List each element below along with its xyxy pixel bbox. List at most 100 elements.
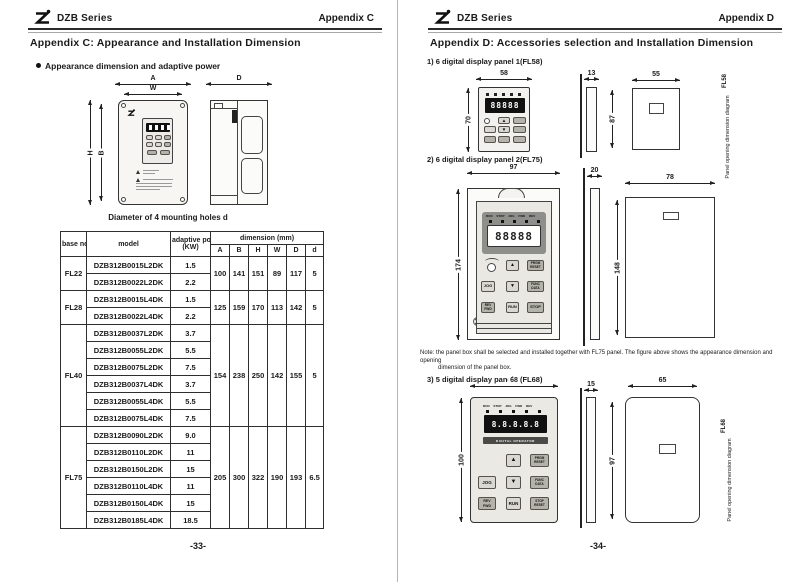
mini-button — [155, 142, 162, 147]
model-cell: DZB312B0150L4DK — [86, 494, 171, 512]
s2-dim-depth: 20 — [587, 167, 602, 178]
dimension-cell: 155 — [286, 324, 306, 427]
panel2-display: 88888 — [487, 225, 541, 247]
dimension-cell: 142 — [267, 324, 287, 427]
s1-tag: FL58 — [722, 73, 728, 89]
s3-dim-height: 100 — [458, 398, 466, 522]
panel1-side-view — [586, 87, 597, 152]
up-button: ▲ — [506, 260, 519, 271]
dimension-cell: 322 — [248, 426, 268, 529]
mounting-hole-icon — [121, 103, 126, 108]
power-cell: 5.5 — [170, 341, 211, 359]
panel2-side-view — [590, 188, 600, 340]
col-header-B: B — [229, 244, 249, 257]
col-header-power: adaptive power (KW) — [170, 231, 211, 257]
dim-H: H — [87, 100, 95, 205]
mini-button — [155, 135, 162, 140]
s3-dim-open-height: 97 — [609, 402, 617, 519]
dimension-table: base no. model adaptive power (KW) dimen… — [60, 231, 325, 529]
inverter-side-view — [210, 100, 268, 205]
s1-mounting-plate-line — [580, 74, 582, 158]
section1-label: 1) 6 digital display panel 1(FL58) — [427, 57, 543, 66]
s3-side-caption: Panel opening dimension diagram — [727, 438, 733, 522]
model-cell: DZB312B0075L4DK — [86, 409, 171, 427]
power-cell: 1.5 — [170, 290, 211, 308]
s1-dim-width: 58 — [476, 70, 532, 81]
page-appendix-d: DZB Series Appendix D Appendix D: Access… — [400, 0, 796, 582]
page-number: -34- — [589, 541, 606, 551]
model-cell: DZB312B0015L4DK — [86, 290, 171, 308]
dimension-cell: 151 — [248, 256, 268, 291]
opening-slot — [659, 444, 676, 454]
mini-button — [147, 150, 157, 155]
dimension-cell: 5 — [304, 290, 325, 325]
warning-label — [136, 169, 174, 195]
run-button: RUN — [506, 497, 521, 510]
dimension-cell: 154 — [210, 324, 230, 427]
s3-tag: FL68 — [721, 418, 727, 434]
dimension-cell: 170 — [248, 290, 268, 325]
dim-B: B — [98, 104, 106, 201]
up-button: ▲ — [498, 117, 510, 124]
bullet-heading: Appearance dimension and adaptive power — [36, 61, 220, 71]
down-button: ▼ — [498, 126, 510, 133]
s3-dim-depth: 15 — [584, 381, 598, 392]
col-header-D: D — [286, 244, 306, 257]
heatsink-block — [241, 116, 263, 154]
rev-fwd-button — [484, 136, 496, 143]
model-cell: DZB312B0022L4DK — [86, 307, 171, 325]
panel3-name-band: DIGITAL OPERATOR — [483, 437, 548, 444]
dimension-cell: 142 — [286, 290, 306, 325]
mounting-hole-icon — [121, 197, 126, 202]
bullet-text: Appearance dimension and adaptive power — [45, 61, 221, 71]
model-cell: DZB312B0185L4DK — [86, 511, 171, 529]
dimension-cell: 193 — [286, 426, 306, 529]
model-cell: DZB312B0075L2DK — [86, 358, 171, 376]
down-button: ▼ — [506, 476, 521, 489]
mini-display — [146, 123, 170, 132]
brand-logo-icon — [434, 9, 451, 24]
base-no-cell: FL75 — [60, 426, 87, 529]
jog-button: JOG — [481, 281, 495, 292]
panel3-front-view: RUN STOP JOG FWD REV 8.8.8.8.8 DIGITAL O… — [470, 397, 558, 523]
brand-text: DZB Series — [457, 13, 513, 24]
power-cell: 7.5 — [170, 409, 211, 427]
brand-text: DZB Series — [57, 13, 113, 24]
model-cell: DZB312B0110L2DK — [86, 443, 171, 461]
section2-note: Note: the panel box shall be selected an… — [420, 350, 773, 371]
up-button: ▲ — [506, 454, 521, 467]
model-cell: DZB312B0055L4DK — [86, 392, 171, 410]
warning-icon — [136, 178, 140, 182]
func-button — [513, 126, 526, 133]
model-cell: DZB312B0037L2DK — [86, 324, 171, 342]
s3-dim-width: 68 — [470, 377, 558, 388]
s1-side-caption: Panel opening dimension diagram — [725, 95, 731, 179]
knob-arc — [485, 258, 499, 265]
page-title: Appendix D: Accessories selection and In… — [430, 37, 754, 49]
s2-dim-open-width: 78 — [625, 174, 715, 185]
power-cell: 5.5 — [170, 392, 211, 410]
model-cell: DZB312B0015L2DK — [86, 256, 171, 274]
page-divider — [397, 0, 398, 582]
power-cell: 7.5 — [170, 358, 211, 376]
dimension-cell: 117 — [286, 256, 306, 291]
model-cell: DZB312B0110L4DK — [86, 477, 171, 495]
power-cell: 1.5 — [170, 256, 211, 274]
power-cell: 2.2 — [170, 307, 211, 325]
panel2-led-labels: RUN STOP JOG FWD REV — [486, 214, 536, 218]
power-cell: 18.5 — [170, 511, 211, 529]
s1-dim-open-height: 87 — [609, 90, 617, 148]
run-button — [498, 136, 510, 143]
col-header-W: W — [267, 244, 287, 257]
